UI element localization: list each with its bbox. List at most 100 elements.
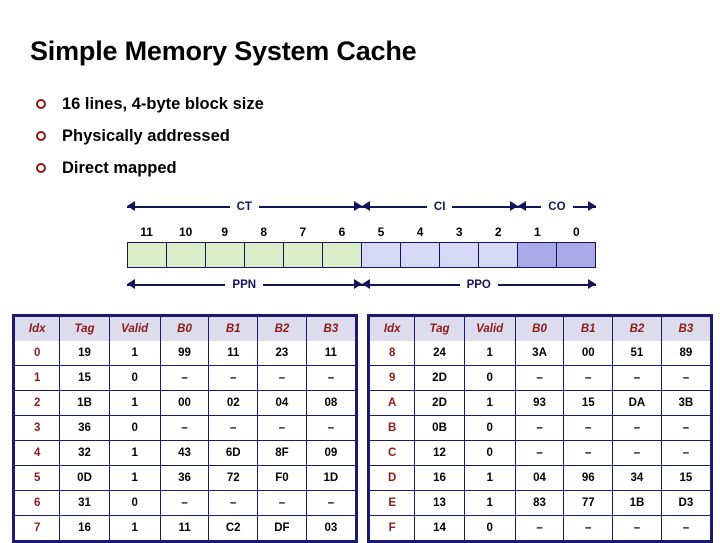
cell-idx: E <box>370 490 416 516</box>
arrow-head-right-icon <box>587 201 596 211</box>
cell-idx: 4 <box>15 440 61 466</box>
bit-number: 0 <box>573 225 580 239</box>
cell-valid: 1 <box>108 341 161 366</box>
cell-b2: 04 <box>257 390 307 416</box>
column-header-b1: B1 <box>563 317 614 341</box>
bullet-item: 16 lines, 4-byte block size <box>36 88 596 120</box>
bit-box-3 <box>440 243 479 267</box>
cell-b2: – <box>612 440 662 466</box>
span-label-ppn: PPN <box>225 276 264 294</box>
column-header-idx: Idx <box>15 317 61 341</box>
cell-b3: – <box>305 415 355 441</box>
cell-b2: 34 <box>612 465 662 491</box>
cell-b0: 83 <box>514 490 565 516</box>
column-header-b2: B2 <box>257 317 307 341</box>
cell-tag: 2D <box>414 390 465 416</box>
cell-b0: 04 <box>514 465 565 491</box>
cell-b3: – <box>305 490 355 516</box>
cell-b1: 00 <box>563 341 614 366</box>
cell-b1: 6D <box>208 440 259 466</box>
bullet-list: 16 lines, 4-byte block size Physically a… <box>36 88 596 184</box>
cell-b3: 3B <box>660 390 710 416</box>
arrow-head-left-icon <box>517 201 526 211</box>
bullet-item: Direct mapped <box>36 152 596 184</box>
cell-b0: – <box>159 415 210 441</box>
cell-tag: 14 <box>414 515 465 540</box>
cell-tag: 0B <box>414 415 465 441</box>
span-co: CO <box>517 198 596 216</box>
column-header-tag: Tag <box>59 317 110 341</box>
bit-number: 7 <box>299 225 307 239</box>
page-title: Simple Memory System Cache <box>30 36 417 66</box>
column-header-b0: B0 <box>514 317 565 341</box>
arrow-head-right-icon <box>353 279 362 289</box>
cell-b1: 11 <box>208 341 259 366</box>
cell-b1: – <box>208 365 259 391</box>
cell-valid: 1 <box>108 465 161 491</box>
cell-b3: – <box>660 415 710 441</box>
cell-b2: 8F <box>257 440 307 466</box>
arrow-head-right-icon <box>353 201 362 211</box>
page-field-span-row: PPN PPO <box>127 276 596 294</box>
bit-box-8 <box>245 243 284 267</box>
cell-tag: 0D <box>59 465 110 491</box>
bit-number: 5 <box>377 225 385 239</box>
span-ci: CI <box>361 198 518 216</box>
bit-box-10 <box>167 243 206 267</box>
column-header-b2: B2 <box>612 317 662 341</box>
cell-b1: C2 <box>208 515 259 540</box>
bit-box-1 <box>518 243 557 267</box>
cell-b3: – <box>305 365 355 391</box>
cell-idx: 2 <box>15 390 61 416</box>
cell-b1: – <box>563 440 614 466</box>
cell-idx: 5 <box>15 465 61 491</box>
cell-idx: 0 <box>15 341 61 366</box>
bit-box-9 <box>206 243 245 267</box>
cell-valid: 1 <box>463 341 516 366</box>
cell-b1: – <box>563 365 614 391</box>
cell-b1: – <box>563 415 614 441</box>
span-ppo: PPO <box>361 276 596 294</box>
cell-valid: 1 <box>108 515 161 540</box>
bit-box-row <box>127 242 596 268</box>
cell-b0: – <box>514 415 565 441</box>
bit-box-7 <box>284 243 323 267</box>
bullet-text: 16 lines, 4-byte block size <box>62 94 264 113</box>
column-header-valid: Valid <box>108 317 161 341</box>
cell-idx: B <box>370 415 416 441</box>
cell-b0: 36 <box>159 465 210 491</box>
cell-idx: 8 <box>370 341 416 366</box>
cell-b1: – <box>563 515 614 540</box>
cell-valid: 1 <box>463 390 516 416</box>
column-header-b1: B1 <box>208 317 259 341</box>
cell-valid: 0 <box>463 515 516 540</box>
cell-b2: – <box>612 515 662 540</box>
cell-b2: 51 <box>612 341 662 366</box>
cell-idx: C <box>370 440 416 466</box>
cell-b1: – <box>208 415 259 441</box>
bullet-text: Physically addressed <box>62 126 230 145</box>
bit-number: 2 <box>494 225 502 239</box>
cell-b2: 1B <box>612 490 662 516</box>
cell-b3: 08 <box>305 390 355 416</box>
cell-tag: 13 <box>414 490 465 516</box>
cell-tag: 31 <box>59 490 110 516</box>
arrow-head-right-icon <box>509 201 518 211</box>
arrow-head-right-icon <box>588 279 596 289</box>
cell-b0: 43 <box>159 440 210 466</box>
cell-b0: – <box>159 490 210 516</box>
